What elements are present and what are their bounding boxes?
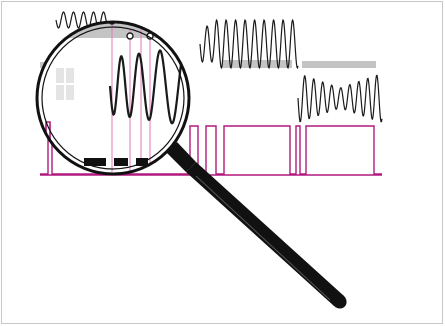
analog-waveform-right [297, 74, 383, 123]
digital-trace [40, 125, 382, 175]
gray-band-right [302, 61, 376, 68]
marker-lines [111, 23, 151, 172]
magnified-digital-trace [38, 121, 188, 173]
magnifier-handle [166, 142, 347, 309]
analog-waveform-mid [199, 18, 299, 70]
analog-waveform-top [55, 11, 111, 29]
magnified-gray-band [38, 24, 188, 38]
lens-rim-inner [41, 26, 185, 170]
gray-band-mid [222, 60, 292, 68]
lens-rim-outer [35, 20, 191, 176]
